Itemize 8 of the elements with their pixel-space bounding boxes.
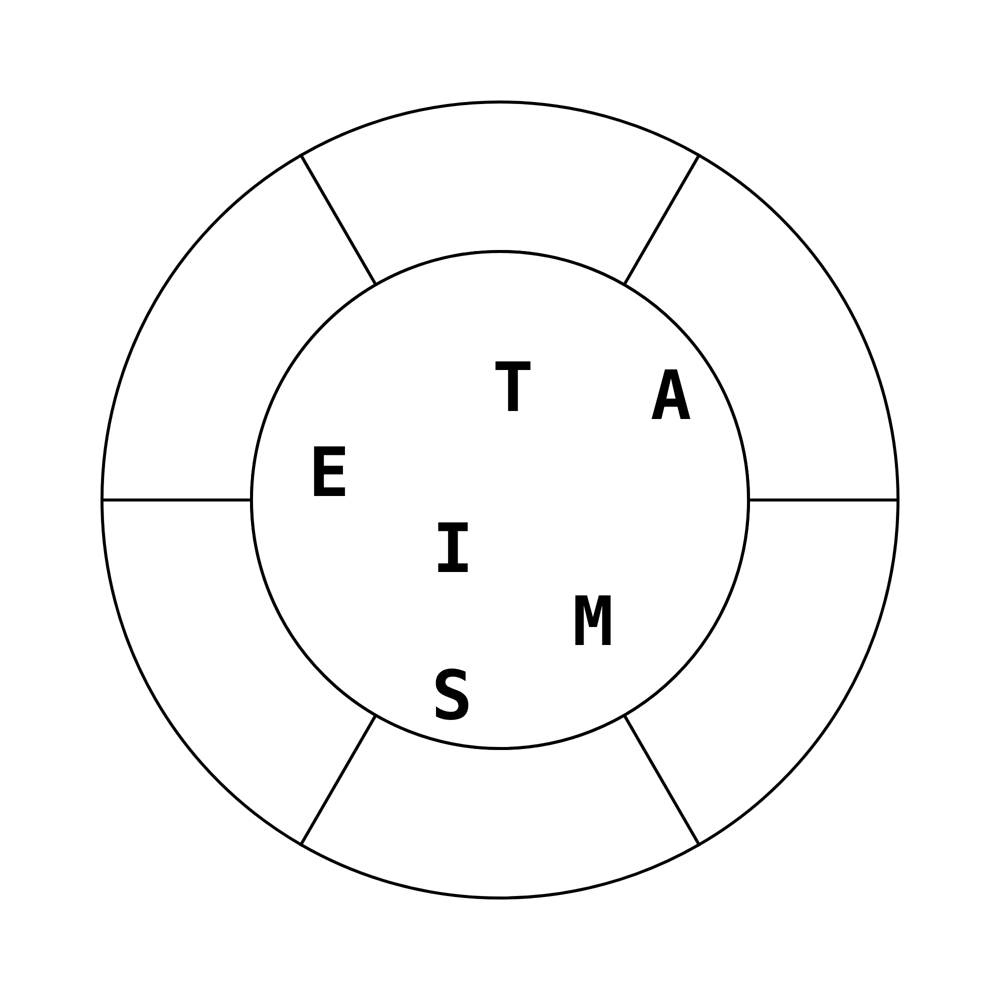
ring-segment: [100, 154, 378, 502]
letter: I: [432, 516, 474, 584]
ring-segment: [622, 154, 900, 502]
letter: E: [308, 440, 350, 508]
letter: M: [572, 589, 614, 657]
letter: S: [432, 663, 472, 731]
letter: T: [492, 355, 534, 423]
letter: A: [650, 363, 692, 431]
